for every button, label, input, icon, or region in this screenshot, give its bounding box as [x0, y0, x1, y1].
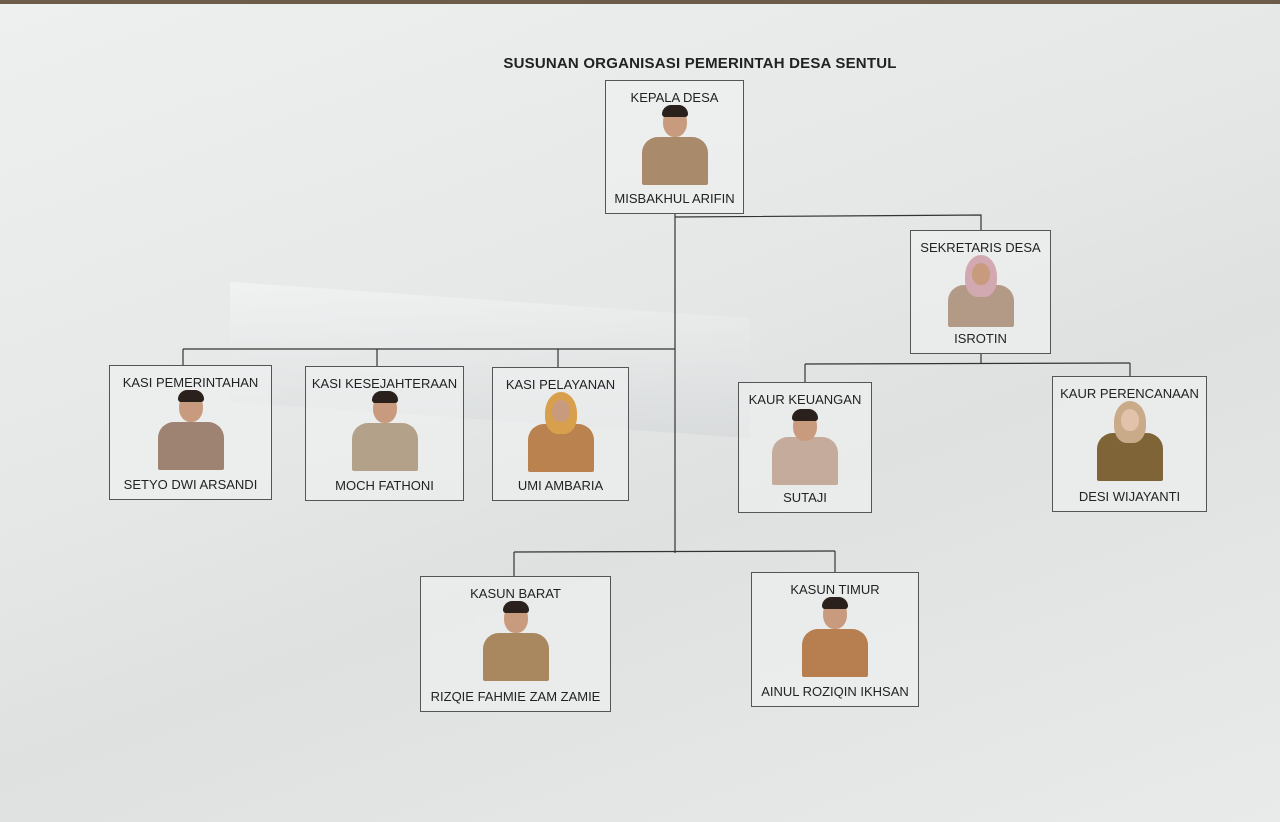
person-photo: [157, 390, 224, 470]
node-kasi-pelayanan: KASI PELAYANAN UMI AMBARIA: [492, 367, 629, 501]
person-photo: [527, 392, 594, 472]
node-kasun-barat: KASUN BARAT RIZQIE FAHMIE ZAM ZAMIE: [420, 576, 611, 712]
node-kaur-perencanaan: KAUR PERENCANAAN DESI WIJAYANTI: [1052, 376, 1207, 512]
name-label: MISBAKHUL ARIFIN: [614, 191, 735, 206]
connector-kasun-bar: [513, 550, 836, 553]
name-label: RIZQIE FAHMIE ZAM ZAMIE: [430, 689, 601, 704]
role-label: KASUN TIMUR: [790, 582, 880, 597]
role-label: KEPALA DESA: [630, 90, 719, 105]
node-kasi-kesejahteraan: KASI KESEJAHTERAAN MOCH FATHONI: [305, 366, 464, 501]
connector-to-sekretaris: [674, 214, 982, 230]
role-label: KASI PEMERINTAHAN: [122, 375, 259, 390]
person-photo: [802, 597, 868, 677]
person-photo: [1096, 401, 1163, 481]
name-label: SUTAJI: [783, 490, 827, 505]
name-label: AINUL ROZIQIN IKHSAN: [761, 684, 909, 699]
name-label: DESI WIJAYANTI: [1078, 489, 1181, 504]
person-photo: [772, 409, 838, 485]
role-label: KAUR KEUANGAN: [748, 392, 862, 407]
node-kepala-desa: KEPALA DESA MISBAKHUL ARIFIN: [605, 80, 744, 214]
name-label: MOCH FATHONI: [335, 478, 434, 493]
person-photo: [947, 255, 1014, 327]
node-sekretaris-desa: SEKRETARIS DESA ISROTIN: [910, 230, 1051, 354]
name-label: SETYO DWI ARSANDI: [123, 477, 258, 492]
name-label: ISROTIN: [954, 331, 1007, 346]
node-kaur-keuangan: KAUR KEUANGAN SUTAJI: [738, 382, 872, 513]
role-label: SEKRETARIS DESA: [920, 240, 1041, 255]
person-photo: [351, 391, 418, 471]
person-photo: [482, 601, 549, 681]
connector-kaur-bar: [804, 362, 1131, 365]
person-photo: [641, 105, 708, 185]
chart-title: SUSUNAN ORGANISASI PEMERINTAH DESA SENTU…: [503, 55, 897, 72]
node-kasi-pemerintahan: KASI PEMERINTAHAN SETYO DWI ARSANDI: [109, 365, 272, 500]
node-kasun-timur: KASUN TIMUR AINUL ROZIQIN IKHSAN: [751, 572, 919, 707]
name-label: UMI AMBARIA: [517, 478, 604, 493]
role-label: KAUR PERENCANAAN: [1060, 386, 1199, 401]
role-label: KASI KESEJAHTERAAN: [311, 376, 458, 391]
role-label: KASUN BARAT: [470, 586, 561, 601]
paper-edge: [0, 0, 1280, 4]
role-label: KASI PELAYANAN: [505, 377, 616, 392]
